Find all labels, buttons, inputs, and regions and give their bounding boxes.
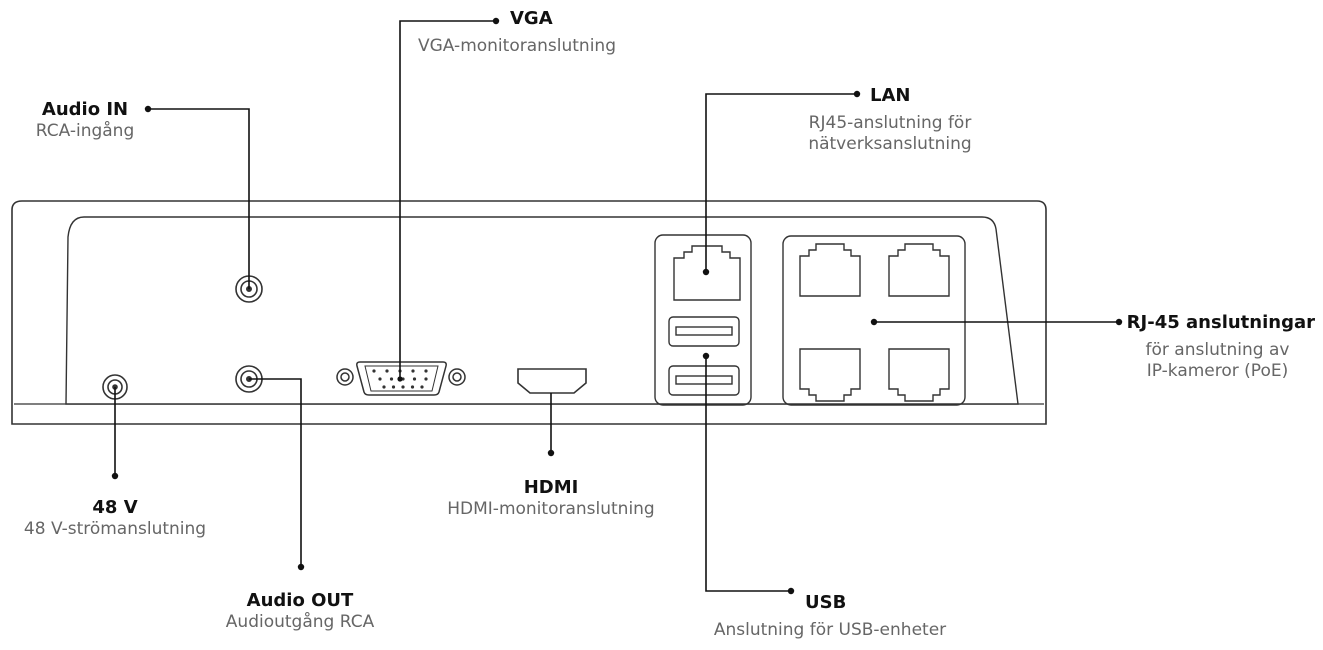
callout-subtitle: 48 V-strömanslutning <box>23 518 207 539</box>
leader-dot <box>144 105 152 113</box>
vga-pin <box>385 369 389 373</box>
vga-pin <box>424 377 428 381</box>
callout-subtitle: VGA-monitoranslutning <box>418 36 616 56</box>
callout-usb-subtitle: Anslutning för USB-enheter <box>680 620 980 641</box>
callout-subtitle: Anslutning för USB-enheter <box>713 620 947 640</box>
vga-pin <box>391 385 396 389</box>
vga-pin <box>420 385 424 389</box>
leader-dot <box>702 268 710 276</box>
callout-subtitle: Audioutgång RCA <box>225 611 375 632</box>
callout-subtitle-line: för anslutning av <box>1145 340 1290 360</box>
rj45-port-icon <box>888 348 950 402</box>
leader-dot <box>297 563 305 571</box>
callout-title: VGA <box>510 8 553 29</box>
callout-title: LAN <box>870 85 911 106</box>
leader-dot <box>547 449 555 457</box>
vga-pin <box>378 377 382 381</box>
leader-dot <box>702 352 710 360</box>
callout-subtitle-line: RJ45-anslutning för <box>808 113 972 133</box>
callout-hdmi: HDMI HDMI-monitoranslutning <box>421 477 681 520</box>
vga-pin <box>411 369 415 373</box>
nvr-device <box>11 200 1047 425</box>
rj45-port-icon <box>673 245 741 301</box>
leader-dot <box>787 587 795 595</box>
callout-vga: VGA <box>510 8 553 30</box>
rj45-port-icon <box>888 243 950 297</box>
callout-power: 48 V 48 V-strömanslutning <box>5 497 225 540</box>
vga-pin <box>382 385 386 389</box>
vga-pin <box>389 377 394 381</box>
vga-pin <box>424 369 428 373</box>
leader-line-audio-in <box>148 108 250 289</box>
callout-rj45: RJ-45 anslutningar <box>1110 312 1315 334</box>
rj45-port-icon <box>799 243 861 297</box>
usb-port-icon <box>668 365 740 396</box>
leader-dot <box>492 17 500 25</box>
vga-port-icon <box>336 361 466 396</box>
poe-ports-group <box>782 235 966 406</box>
leader-dot <box>870 318 878 326</box>
callout-vga-subtitle: VGA-monitoranslutning <box>418 36 616 57</box>
leader-line-vga <box>399 20 496 379</box>
leader-line-lan <box>705 93 857 272</box>
vga-pin <box>410 385 415 389</box>
leader-dot <box>1115 318 1123 326</box>
callout-title: HDMI <box>523 477 579 498</box>
callout-title: 48 V <box>92 497 138 518</box>
callout-title: RJ-45 anslutningar <box>1126 312 1315 333</box>
vga-pin <box>401 385 405 389</box>
callout-audio-in: Audio IN RCA-ingång <box>30 99 140 142</box>
callout-subtitle: RCA-ingång <box>35 120 135 141</box>
device-rear-panel <box>65 216 1019 405</box>
leader-dot <box>111 472 119 480</box>
usb-port-icon <box>668 316 740 347</box>
lan-usb-group <box>654 234 752 406</box>
callout-title: USB <box>805 592 847 613</box>
vga-pin <box>372 369 376 373</box>
callout-subtitle: HDMI-monitoranslutning <box>447 498 655 519</box>
leader-line-audio-out <box>249 378 302 567</box>
hdmi-port-icon <box>517 368 587 394</box>
callout-lan: LAN <box>870 85 910 107</box>
leader-dot <box>853 90 861 98</box>
callout-lan-subtitle: RJ45-anslutning för nätverksanslutning <box>770 113 1010 154</box>
callout-audio-out: Audio OUT Audioutgång RCA <box>200 590 400 633</box>
leader-dot <box>397 376 403 382</box>
vga-pin <box>412 377 417 381</box>
callout-title: Audio OUT <box>246 590 354 611</box>
leader-lines <box>114 20 1119 592</box>
callout-usb: USB <box>805 592 846 614</box>
callout-title: Audio IN <box>41 99 129 120</box>
callout-rj45-subtitle: för anslutning av IP-kameror (PoE) <box>1120 340 1315 381</box>
callout-subtitle-line: IP-kameror (PoE) <box>1146 360 1289 381</box>
leader-line-usb <box>705 356 791 592</box>
callout-subtitle-line: nätverksanslutning <box>808 133 972 154</box>
rj45-port-icon <box>799 348 861 402</box>
leader-dots <box>111 17 1123 595</box>
